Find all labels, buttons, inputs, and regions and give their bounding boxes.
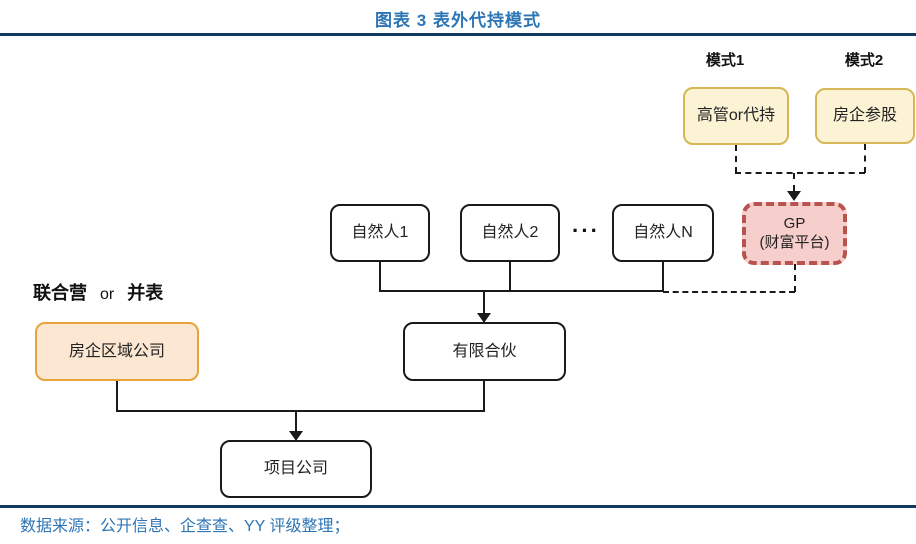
- node-natural-person-n-label: 自然人N: [633, 224, 693, 241]
- node-natural-person-n: 自然人N: [612, 204, 714, 262]
- connector-into-project: [295, 411, 297, 433]
- node-developer-regional-company-label: 房企区域公司: [68, 342, 165, 360]
- node-executive-proxy-label: 高管or代持: [696, 107, 776, 124]
- node-project-company-label: 项目公司: [263, 460, 328, 477]
- annotation-or: or: [100, 286, 115, 303]
- data-source-note: 数据来源：公开信息、企查查、YY 评级整理；: [20, 518, 350, 535]
- figure-title: 图表 3 表外代持模式: [375, 11, 541, 30]
- node-natural-person-1: 自然人1: [330, 204, 430, 262]
- connector-lp-down: [483, 381, 485, 411]
- node-natural-person-2-label: 自然人2: [481, 224, 539, 241]
- arrowhead-into-project: [289, 431, 303, 441]
- node-developer-regional-company: 房企区域公司: [35, 322, 199, 381]
- node-executive-proxy: 高管or代持: [683, 87, 789, 145]
- connector-np-bus: [379, 290, 664, 292]
- node-developer-stake-label: 房企参股: [832, 107, 897, 124]
- connector-project-bus: [116, 410, 485, 412]
- connector-npn-down: [662, 262, 664, 291]
- node-natural-person-2: 自然人2: [460, 204, 560, 262]
- arrowhead-into-lp: [477, 313, 491, 323]
- node-developer-stake: 房企参股: [815, 88, 915, 144]
- node-gp-label-line2: (财富平台): [759, 233, 830, 251]
- connector-np2-down: [509, 262, 511, 291]
- arrowhead-into-gp: [787, 191, 801, 201]
- connector-gp-to-bus: [663, 291, 795, 293]
- node-limited-partnership: 有限合伙: [403, 322, 566, 381]
- connector-mode1-down: [735, 145, 737, 173]
- annotation-consolidation: 并表: [127, 283, 164, 303]
- connector-regional-down: [116, 381, 118, 411]
- node-limited-partnership-label: 有限合伙: [452, 342, 517, 360]
- mode2-label: 模式2: [844, 52, 884, 69]
- node-gp-label-line1: GP: [783, 214, 806, 232]
- node-gp-wealth-platform: GP (财富平台): [742, 202, 847, 265]
- mode1-label: 模式1: [705, 52, 745, 69]
- node-project-company: 项目公司: [220, 440, 372, 498]
- node-natural-person-1-label: 自然人1: [351, 224, 409, 241]
- connector-modes-horizontal: [735, 172, 865, 174]
- ellipsis-dots: ···: [572, 218, 600, 243]
- connector-gp-down: [794, 264, 796, 292]
- top-divider: [0, 33, 916, 36]
- connector-mode2-down: [864, 144, 866, 173]
- annotation-joint-venture: 联合营: [33, 283, 87, 303]
- consolidation-annotation: 联合营 or 并表: [33, 279, 163, 305]
- connector-into-lp: [483, 291, 485, 315]
- connector-into-gp: [793, 173, 795, 191]
- connector-np1-down: [379, 262, 381, 291]
- bottom-divider: [0, 505, 916, 508]
